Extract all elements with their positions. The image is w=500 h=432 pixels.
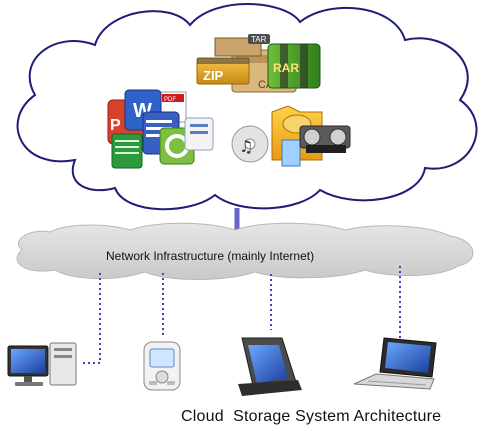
tablet-icon <box>238 337 302 396</box>
storage-cloud <box>16 3 478 211</box>
svg-text:♫: ♫ <box>239 137 253 156</box>
media-files-icon: ♫ <box>231 105 351 167</box>
office-documents-icon: PDF W P <box>107 89 214 169</box>
diagram-caption: Cloud Storage System Architecture <box>181 408 442 425</box>
archive-files-icon: CAB TAR ZIP RAR <box>196 34 321 93</box>
handheld-device-icon <box>143 341 181 391</box>
zip-label: ZIP <box>203 68 224 83</box>
pdf-label: PDF <box>164 97 176 103</box>
rar-label: RAR <box>273 61 299 75</box>
powerpoint-label: P <box>110 117 121 134</box>
desktop-computer-icon <box>7 342 77 386</box>
device-links <box>80 266 401 364</box>
desktop-link <box>80 273 101 364</box>
laptop-icon <box>353 337 437 390</box>
network-cloud: Network Infrastructure (mainly Internet) <box>16 222 474 280</box>
network-label: Network Infrastructure (mainly Internet) <box>106 249 314 263</box>
tar-label: TAR <box>251 35 267 44</box>
